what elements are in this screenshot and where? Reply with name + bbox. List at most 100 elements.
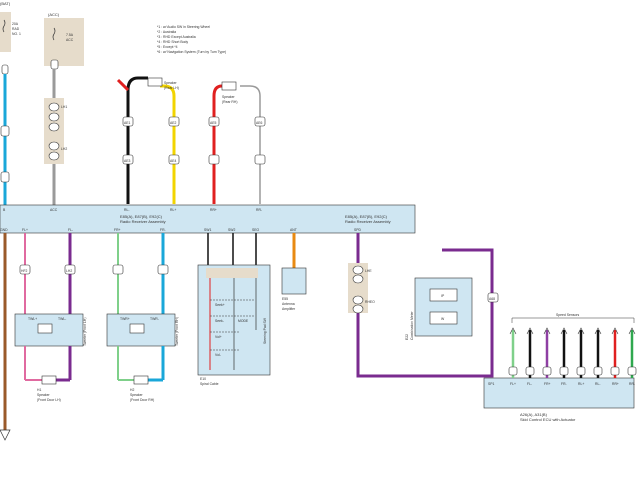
pin-rr-minus: RR- <box>256 208 262 212</box>
fuse-batt-no: NO. 1 <box>12 32 21 36</box>
speed-sensor-pins: FL+FL-FR+FR-RL+RL-RR+RR- <box>510 382 635 386</box>
acc-conn-1 <box>48 102 60 112</box>
radio-code: E85(A), E87(B), E92(C) <box>120 214 163 219</box>
rear-lh-speaker-icon <box>147 77 163 87</box>
speed-sensor-pin-label: FL- <box>527 382 532 386</box>
front-door-rh-code: H2 <box>130 388 134 392</box>
wire-black-rl-minus <box>126 76 148 204</box>
rr-conn-1 <box>208 116 220 127</box>
acc-conn-2 <box>48 112 60 122</box>
fuse-acc-box <box>44 18 84 66</box>
front-door-rh-speaker-icon <box>133 375 149 385</box>
antenna-code: E55 <box>282 297 288 301</box>
combination-meter-box <box>414 277 473 337</box>
note-4: *4 : RHD Short Body <box>157 40 188 44</box>
wire-white-rr-minus <box>240 85 261 204</box>
acc-conn-5 <box>48 151 60 161</box>
spiral-mode: MODE <box>238 319 249 323</box>
front-lh-group: HF2 LH2 TWL+ TWL- Tweeter (Front LH) H1 … <box>14 233 87 402</box>
spd-conn-label-1: LHE <box>365 269 372 273</box>
rl-conn-1-label: AE1 <box>124 121 131 125</box>
pin-sw2: SW2 <box>228 228 235 232</box>
radio-code-right: E85(A), E87(B), E92(C) <box>345 214 388 219</box>
spiral-seek-up: Seek+ <box>215 303 225 307</box>
skid-pin-sp1: SP1 <box>488 382 495 386</box>
note-1: *1 : w/ Audio SW in Steering Wheel <box>157 25 210 29</box>
pin-rl-minus: RL- <box>124 208 129 212</box>
spiral-conn-strip <box>206 268 258 278</box>
speed-sensor-arrow-icon <box>594 327 602 335</box>
spiral-cable-group: Seek+ Seek- Vol+ Vol- MODE Steering Pad … <box>197 233 271 386</box>
a68-conn <box>487 292 499 303</box>
skid-name: Skid Control ECU with Actuator <box>520 417 576 422</box>
wire-red-rl-stub <box>116 78 130 92</box>
fuse-batt-label: (BAT) <box>0 1 11 6</box>
fuse-batt-symbol <box>2 19 6 33</box>
rear-rh-speaker-sub: (Rear RH) <box>222 100 237 104</box>
speed-sensor-arrow-icon <box>543 327 551 335</box>
fr-conn-2 <box>157 264 169 275</box>
speed-sensor-connector <box>627 366 637 376</box>
spd-group: LHE RHEO IP W E22 Combination Meter A68 <box>348 233 499 378</box>
meter-w-block <box>429 311 458 325</box>
front-door-lh-label: Speaker <box>37 393 50 397</box>
tweeter-rh-label: Tweeter (Front RH) <box>175 317 179 346</box>
wire-yellow-rl-plus <box>160 84 176 204</box>
pin-b: B <box>3 208 6 212</box>
pin-sw1: SW1 <box>204 228 211 232</box>
rl-conn-3 <box>122 154 134 165</box>
ground-icon <box>0 429 11 441</box>
antenna-box <box>281 267 307 295</box>
pin-seo: SEO <box>252 228 260 232</box>
front-rh-group: TWR+ TWR- Tweeter (Front RH) H2 Speaker … <box>106 233 179 402</box>
speed-sensor-arrow-icon <box>560 327 568 335</box>
tweeter-rh-minus: TWR- <box>150 317 159 321</box>
radio-receiver-box <box>0 204 416 234</box>
pin-rl-plus: RL+ <box>170 208 176 212</box>
rl-conn-1 <box>122 116 134 127</box>
speed-sensors-bracket <box>511 317 635 323</box>
rear-rh-speaker-icon <box>221 81 237 91</box>
speed-sensor-pin-label: RR+ <box>612 382 619 386</box>
front-door-rh-sub: (Front Door RH) <box>130 398 154 402</box>
spd-conn-2 <box>352 274 364 284</box>
speed-sensor-connector <box>542 366 552 376</box>
spiral-vol-up: Vol+ <box>215 335 222 339</box>
pin-fl-minus: FL- <box>68 228 73 232</box>
rear-rh-speaker-label: Speaker <box>222 95 235 99</box>
spd-conn-label-2: RHEO <box>365 300 375 304</box>
antenna-sub: Amplifier <box>282 307 296 311</box>
spiral-vol-down: Vol- <box>215 353 221 357</box>
acc-conn-label-1: LH1 <box>61 105 67 109</box>
note-6: *6 : w/ Navigation System (Turn by Turn … <box>157 50 226 54</box>
skid-ecu-group: SP1 A26(A), A31(B) Skid Control ECU with… <box>483 313 637 422</box>
speed-sensor-connector <box>576 366 586 376</box>
speed-sensor-pin-label: FR+ <box>544 382 551 386</box>
connector-acc-top <box>50 59 59 70</box>
connector-batt-mid <box>0 125 10 137</box>
front-door-lh-sub: (Front Door LH) <box>37 398 61 402</box>
fr-conn-1 <box>112 264 124 275</box>
rl-conn-2 <box>168 116 180 127</box>
fuse-acc-label: (ACC) <box>48 12 60 17</box>
fuse-batt-name: RAD <box>12 27 20 31</box>
rl-conn-4 <box>168 154 180 165</box>
meter-ip: IP <box>441 294 445 298</box>
speed-sensor-pin-label: FL+ <box>510 382 516 386</box>
pin-spd: SPD <box>354 228 362 232</box>
front-door-lh-code: H1 <box>37 388 41 392</box>
note-2: *2 : Australia <box>157 30 176 34</box>
tweeter-lh-label: Tweeter (Front LH) <box>83 318 87 346</box>
speed-sensor-pin-label: RL- <box>595 382 600 386</box>
spd-conn-1 <box>352 265 364 275</box>
fuse-batt-box <box>0 12 11 52</box>
speed-sensor-arrow-icon <box>577 327 585 335</box>
meter-ip-block <box>429 288 458 302</box>
spiral-code: E10 <box>200 377 206 381</box>
speed-sensor-connector <box>610 366 620 376</box>
speed-sensor-pin-label: RL+ <box>578 382 584 386</box>
pin-rr-plus: RR+ <box>210 208 217 212</box>
acc-conn-4 <box>48 141 60 151</box>
spiral-steering-label: Steering Pad SW <box>263 317 267 344</box>
